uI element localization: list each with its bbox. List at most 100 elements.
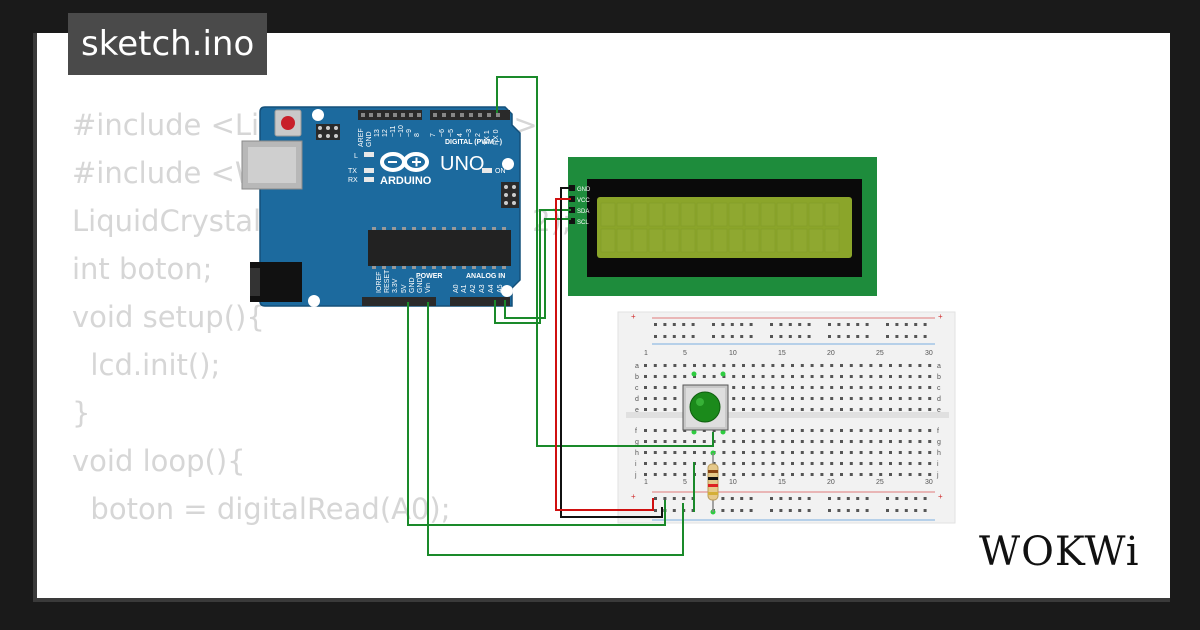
breadboard-hole[interactable] — [879, 440, 883, 443]
breadboard-hole[interactable] — [869, 440, 873, 443]
breadboard-hole[interactable] — [653, 451, 657, 454]
breadboard-hole[interactable] — [879, 375, 883, 378]
breadboard-hole[interactable] — [820, 429, 824, 432]
breadboard-hole[interactable] — [830, 397, 834, 400]
breadboard-hole[interactable] — [791, 375, 794, 378]
breadboard-hole[interactable] — [781, 473, 785, 476]
breadboard-hole[interactable] — [800, 408, 804, 411]
breadboard-hole[interactable] — [771, 386, 775, 389]
breadboard-hole[interactable] — [807, 323, 811, 326]
breadboard-hole[interactable] — [918, 440, 922, 443]
breadboard-hole[interactable] — [886, 335, 889, 338]
breadboard-hole[interactable] — [849, 451, 853, 454]
breadboard-hole[interactable] — [788, 323, 792, 326]
breadboard-hole[interactable] — [856, 497, 860, 500]
breadboard-hole[interactable] — [683, 440, 687, 443]
breadboard-hole[interactable] — [691, 335, 695, 338]
breadboard-hole[interactable] — [702, 364, 706, 367]
breadboard-hole[interactable] — [761, 397, 765, 400]
breadboard-hole[interactable] — [928, 462, 932, 465]
breadboard-hole[interactable] — [663, 497, 667, 500]
breadboard-hole[interactable] — [730, 335, 734, 338]
breadboard-hole[interactable] — [751, 408, 755, 411]
breadboard-hole[interactable] — [732, 473, 736, 476]
breadboard-hole[interactable] — [879, 462, 883, 465]
breadboard-hole[interactable] — [682, 497, 686, 500]
breadboard-hole[interactable] — [904, 335, 908, 338]
breadboard-hole[interactable] — [798, 335, 802, 338]
breadboard-hole[interactable] — [859, 364, 863, 367]
breadboard-hole[interactable] — [693, 451, 696, 454]
breadboard-hole[interactable] — [923, 323, 927, 326]
breadboard-hole[interactable] — [673, 473, 677, 476]
breadboard-hole[interactable] — [904, 323, 908, 326]
breadboard-hole[interactable] — [644, 397, 647, 400]
breadboard-hole[interactable] — [663, 473, 667, 476]
breadboard-hole[interactable] — [791, 364, 794, 367]
breadboard-hole[interactable] — [810, 397, 814, 400]
breadboard-hole[interactable] — [820, 451, 824, 454]
breadboard-hole[interactable] — [849, 473, 853, 476]
breadboard-hole[interactable] — [683, 462, 687, 465]
breadboard-hole[interactable] — [800, 375, 804, 378]
breadboard-hole[interactable] — [820, 375, 824, 378]
breadboard-hole[interactable] — [840, 473, 843, 476]
breadboard-hole[interactable] — [889, 429, 892, 432]
breadboard-hole[interactable] — [918, 462, 922, 465]
breadboard-hole[interactable] — [840, 375, 843, 378]
breadboard-hole[interactable] — [908, 364, 912, 367]
breadboard-hole[interactable] — [770, 335, 773, 338]
breadboard-hole[interactable] — [742, 429, 745, 432]
breadboard-hole[interactable] — [865, 335, 869, 338]
breadboard-hole[interactable] — [771, 364, 775, 367]
breadboard-hole[interactable] — [846, 323, 850, 326]
breadboard-hole[interactable] — [770, 509, 773, 512]
breadboard-hole[interactable] — [856, 335, 860, 338]
breadboard-hole[interactable] — [928, 386, 932, 389]
breadboard-hole[interactable] — [742, 440, 745, 443]
breadboard-hole[interactable] — [663, 429, 667, 432]
breadboard-hole[interactable] — [712, 462, 716, 465]
breadboard-hole[interactable] — [732, 429, 736, 432]
breadboard-hole[interactable] — [810, 364, 814, 367]
breadboard-hole[interactable] — [810, 386, 814, 389]
breadboard-hole[interactable] — [820, 440, 824, 443]
breadboard-hole[interactable] — [712, 323, 715, 326]
breadboard-hole[interactable] — [644, 451, 647, 454]
breadboard-hole[interactable] — [722, 375, 726, 378]
breadboard-hole[interactable] — [908, 440, 912, 443]
breadboard-hole[interactable] — [914, 497, 918, 500]
breadboard-hole[interactable] — [849, 429, 853, 432]
breadboard-hole[interactable] — [673, 451, 677, 454]
breadboard-hole[interactable] — [828, 509, 831, 512]
breadboard-hole[interactable] — [798, 509, 802, 512]
breadboard-hole[interactable] — [928, 397, 932, 400]
breadboard-hole[interactable] — [837, 323, 841, 326]
breadboard-hole[interactable] — [798, 323, 802, 326]
breadboard-hole[interactable] — [830, 462, 834, 465]
breadboard-hole[interactable] — [846, 335, 850, 338]
breadboard-hole[interactable] — [859, 440, 863, 443]
breadboard-hole[interactable] — [898, 364, 902, 367]
breadboard-hole[interactable] — [898, 451, 902, 454]
breadboard-hole[interactable] — [742, 462, 745, 465]
breadboard-hole[interactable] — [908, 397, 912, 400]
breadboard-hole[interactable] — [791, 397, 794, 400]
breadboard-hole[interactable] — [749, 335, 753, 338]
breadboard-hole[interactable] — [879, 408, 883, 411]
breadboard-hole[interactable] — [869, 364, 873, 367]
breadboard-hole[interactable] — [800, 397, 804, 400]
breadboard-hole[interactable] — [721, 323, 725, 326]
breadboard-hole[interactable] — [898, 429, 902, 432]
breadboard-hole[interactable] — [791, 408, 794, 411]
breadboard-hole[interactable] — [828, 497, 831, 500]
breadboard-hole[interactable] — [908, 408, 912, 411]
breadboard-hole[interactable] — [771, 451, 775, 454]
breadboard-hole[interactable] — [918, 408, 922, 411]
breadboard-hole[interactable] — [914, 335, 918, 338]
breadboard-hole[interactable] — [849, 408, 853, 411]
breadboard-hole[interactable] — [837, 497, 841, 500]
breadboard-hole[interactable] — [673, 408, 677, 411]
breadboard-hole[interactable] — [889, 440, 892, 443]
breadboard-hole[interactable] — [781, 386, 785, 389]
